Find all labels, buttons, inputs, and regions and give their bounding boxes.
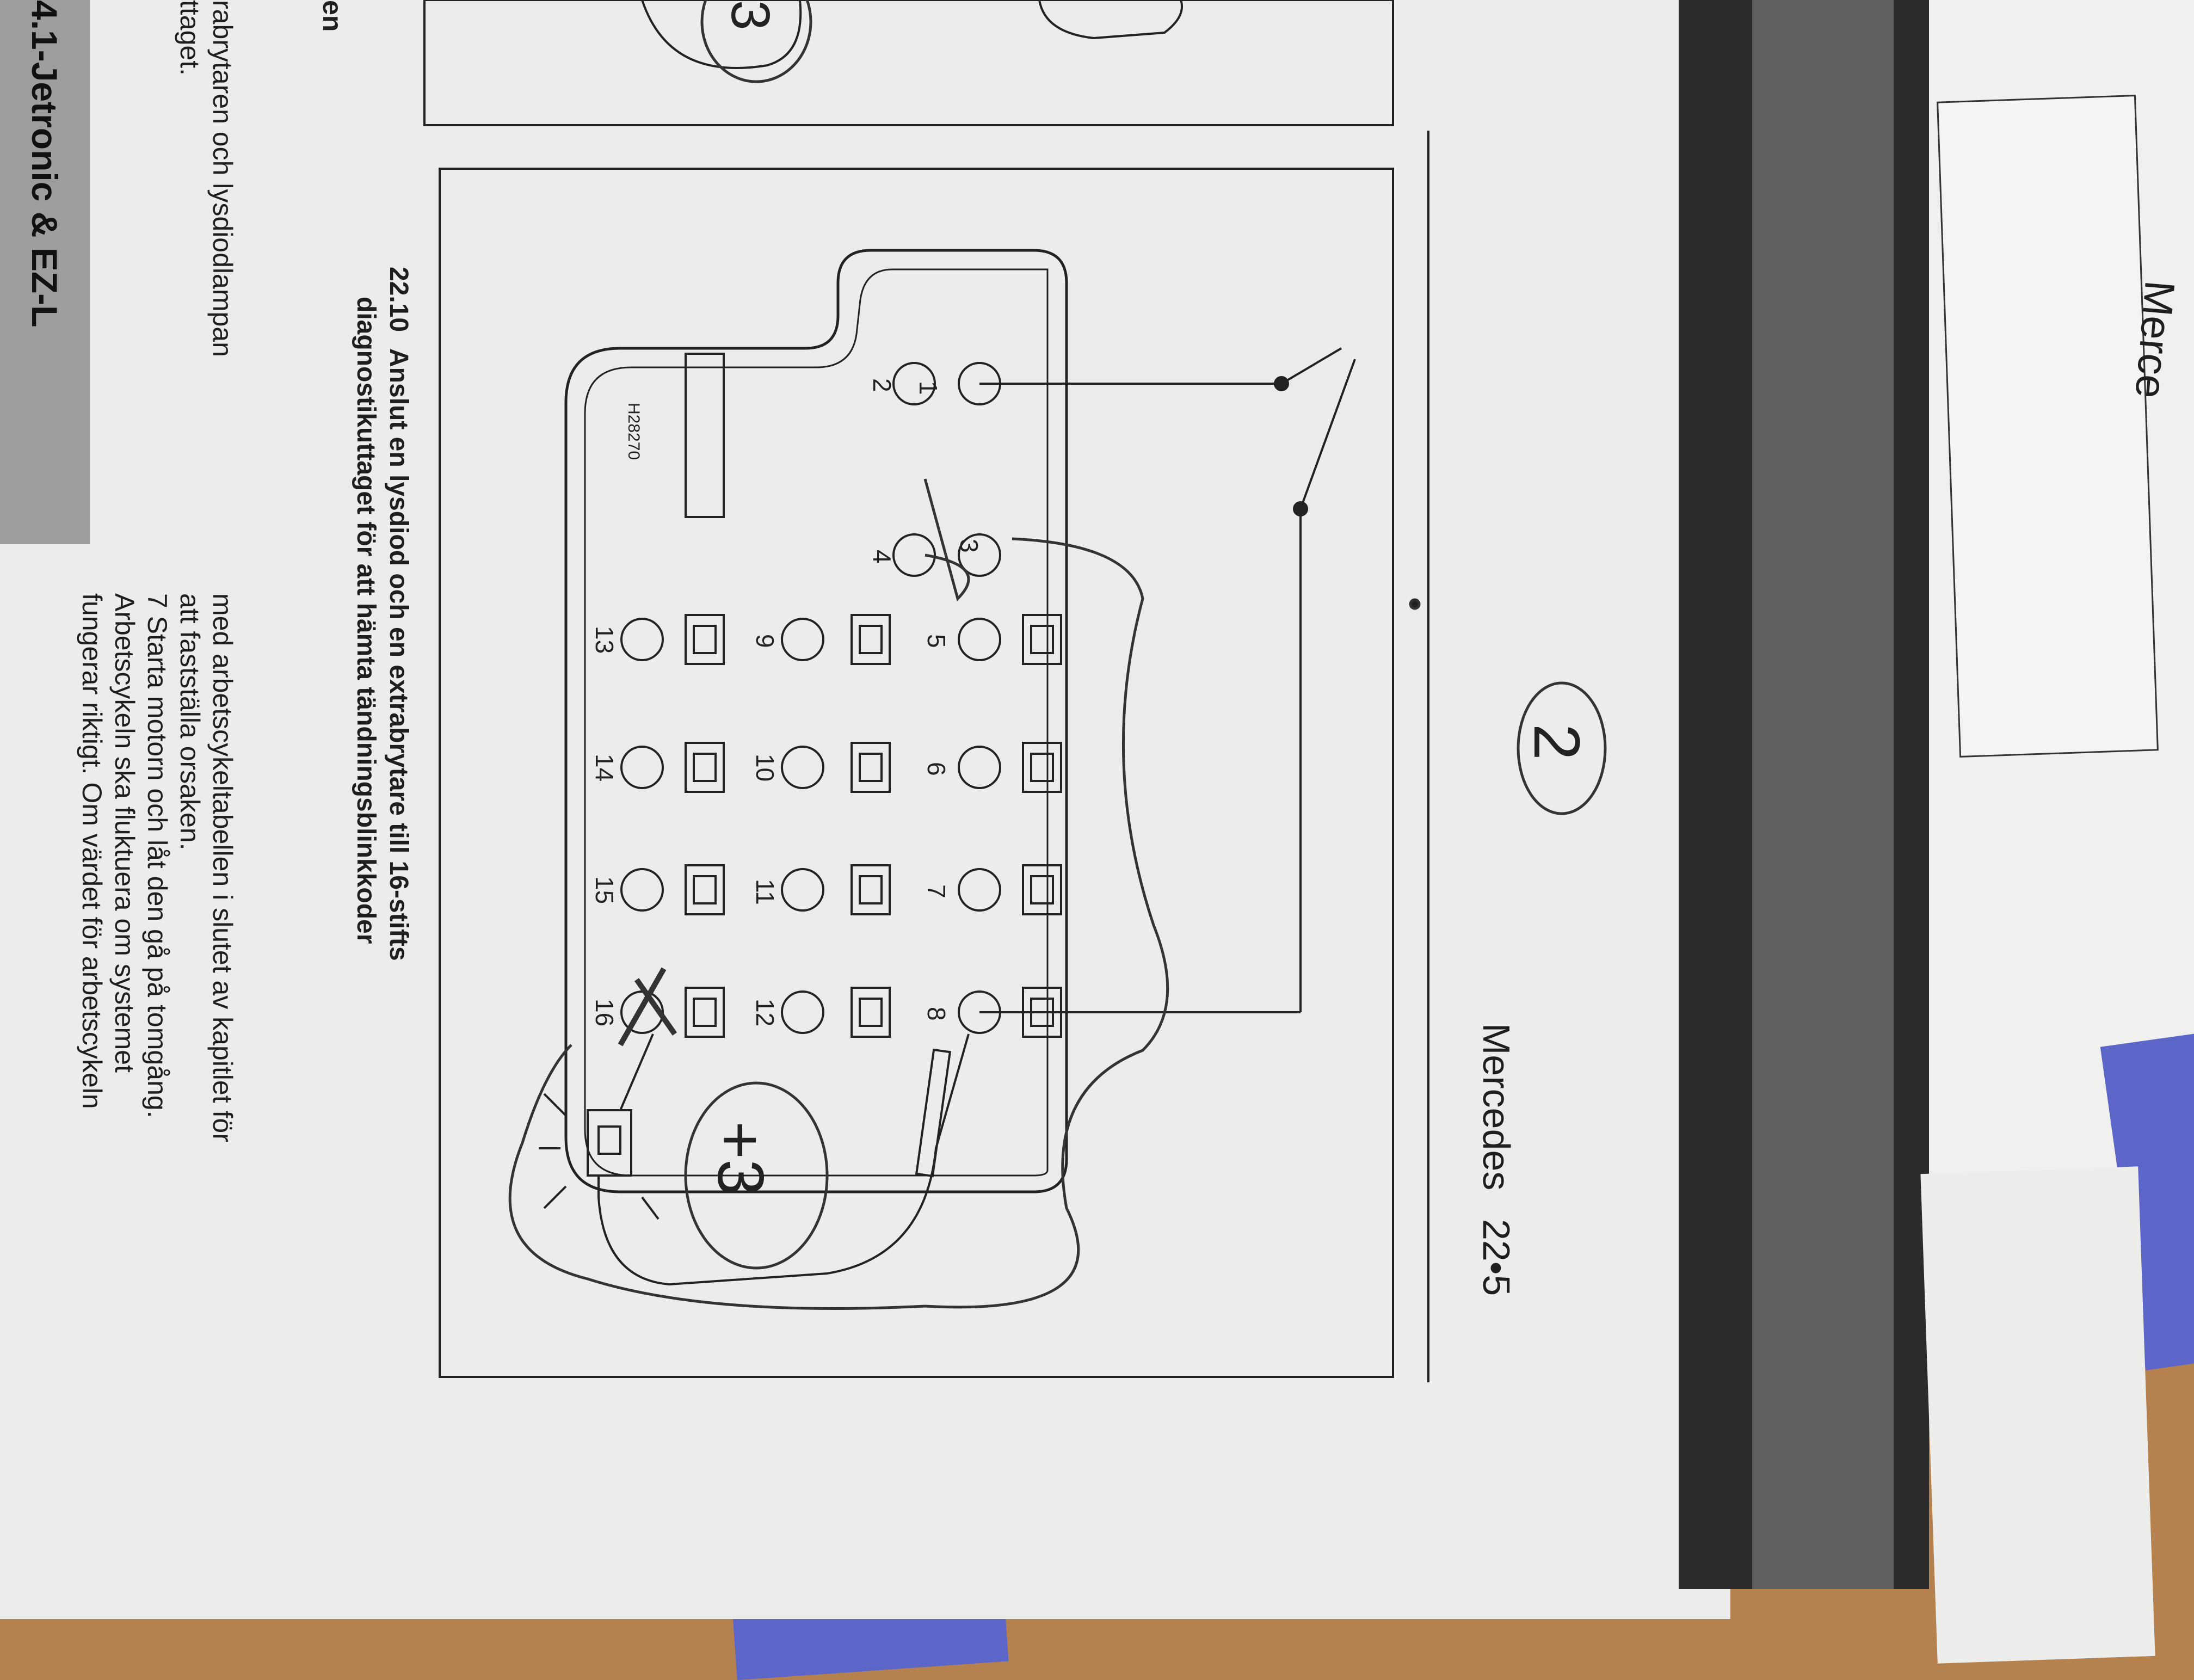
connector-key-slot [685, 353, 725, 518]
second-page-header: Merce [2126, 279, 2185, 401]
lower-figure-frame [439, 168, 1394, 1378]
pin-7 [958, 868, 1001, 912]
pin-label-11: 11 [751, 879, 779, 905]
handwritten-numerals: 2 +3 3 [704, 0, 1593, 1196]
pin-label-14: 14 [590, 754, 619, 781]
pin-2 [892, 362, 936, 405]
led-window [597, 1125, 621, 1155]
figure-diagram: 1 2 3 4 5 6 7 8 9 10 11 12 13 14 15 16 2… [423, 0, 1607, 1382]
section-heading-bar [0, 0, 90, 544]
body-left-fragment-3: ttaget. [175, 0, 205, 76]
hand-mark-top [923, 478, 970, 601]
pin-label-8: 8 [922, 1007, 951, 1021]
pin-label-5: 5 [922, 634, 951, 648]
body-right-line-5: fungerar riktigt. Om värdet för arbetscy… [77, 593, 107, 1109]
pin-6 [958, 746, 1001, 789]
figure-caption-line2: diagnostikuttaget för att hämta tändning… [352, 297, 380, 944]
page-number: 22•5 [1475, 1219, 1518, 1296]
circled-corner-3 [700, 0, 812, 83]
upper-figure-shape-2 [641, 0, 802, 69]
pin-15 [620, 868, 664, 912]
pin-label-2: 2 [868, 378, 896, 392]
pin-11 [781, 868, 824, 912]
upper-figure-shape [1038, 0, 1183, 40]
pin-number-labels: 1 2 3 4 5 6 7 8 9 10 11 12 13 14 15 16 [590, 378, 983, 1026]
body-left-fragment-2: rabrytaren och lysdiodlampan [207, 0, 238, 357]
handwriting-marks [508, 0, 1607, 1310]
pin-array [620, 362, 1001, 1034]
pin-label-9: 9 [751, 634, 779, 648]
pin-label-4: 4 [868, 550, 896, 564]
led-ray-3 [543, 1093, 567, 1117]
led-body [587, 1109, 632, 1177]
hand-digit-2: 2 [1520, 724, 1593, 760]
pin-10 [781, 746, 824, 789]
pin-label-12: 12 [751, 999, 779, 1026]
pin-12 [781, 990, 824, 1034]
pin-label-10: 10 [751, 754, 779, 781]
pin-4 [892, 533, 936, 577]
circled-plus-3 [684, 1081, 829, 1270]
body-left-fragment-1: en [317, 0, 348, 32]
binder-strip-highlight [1752, 0, 1894, 1589]
pin-label-13: 13 [590, 626, 619, 654]
pin-14 [620, 746, 664, 789]
body-right-line-1: med arbetscykeltabellen i slutet av kapi… [207, 593, 238, 1142]
led-ray-4 [641, 1196, 660, 1220]
figure-caption-line1: Anslut en lysdiod och en extrabrytare ti… [384, 348, 413, 961]
wiring [539, 347, 1356, 1286]
figure-ref-code: H28270 [625, 403, 643, 460]
upper-figure-frame [423, 0, 1394, 126]
pin-13 [620, 618, 664, 661]
body-right-line-4: Arbetscykeln ska fluktuera om systemet [109, 593, 140, 1073]
figure-caption-number: 22.10 [384, 267, 413, 333]
switch-lever-2 [1299, 359, 1356, 509]
hand-cross-pin16 [618, 967, 677, 1047]
switch-lever [1280, 347, 1342, 385]
dot-mark [1409, 598, 1421, 610]
led-ray-1 [543, 1185, 567, 1209]
pin-9 [781, 618, 824, 661]
square-terminals [685, 614, 1062, 1038]
hand-corner-3: 3 [720, 0, 781, 30]
main-page [0, 0, 1730, 1619]
pin-label-7: 7 [922, 884, 951, 899]
pin-label-1: 1 [914, 381, 942, 395]
pin-label-6: 6 [922, 762, 951, 776]
section-heading: 4.1-Jetronic & EZ-L [24, 0, 65, 328]
hand-loop-around-connector [508, 537, 1169, 1310]
body-right-line-3: 7 Starta motorn och låt den gå på tomgån… [142, 593, 172, 1118]
led-probe [915, 1048, 952, 1178]
page-header-title: Mercedes [1475, 1023, 1518, 1191]
led-lead [619, 1033, 654, 1111]
pin-label-3: 3 [955, 539, 983, 553]
pin-5 [958, 618, 1001, 661]
wire-probe [597, 1033, 970, 1286]
connector-outline-inner [584, 268, 1049, 1177]
circled-top-2 [1517, 681, 1607, 815]
connector-outline [564, 249, 1068, 1193]
hand-plus-3: +3 [704, 1121, 777, 1196]
body-right-line-2: att fastställa orsaken. [175, 593, 205, 851]
pin-label-15: 15 [590, 876, 619, 904]
pin-label-16: 16 [590, 999, 619, 1026]
pin-3 [958, 533, 1001, 577]
